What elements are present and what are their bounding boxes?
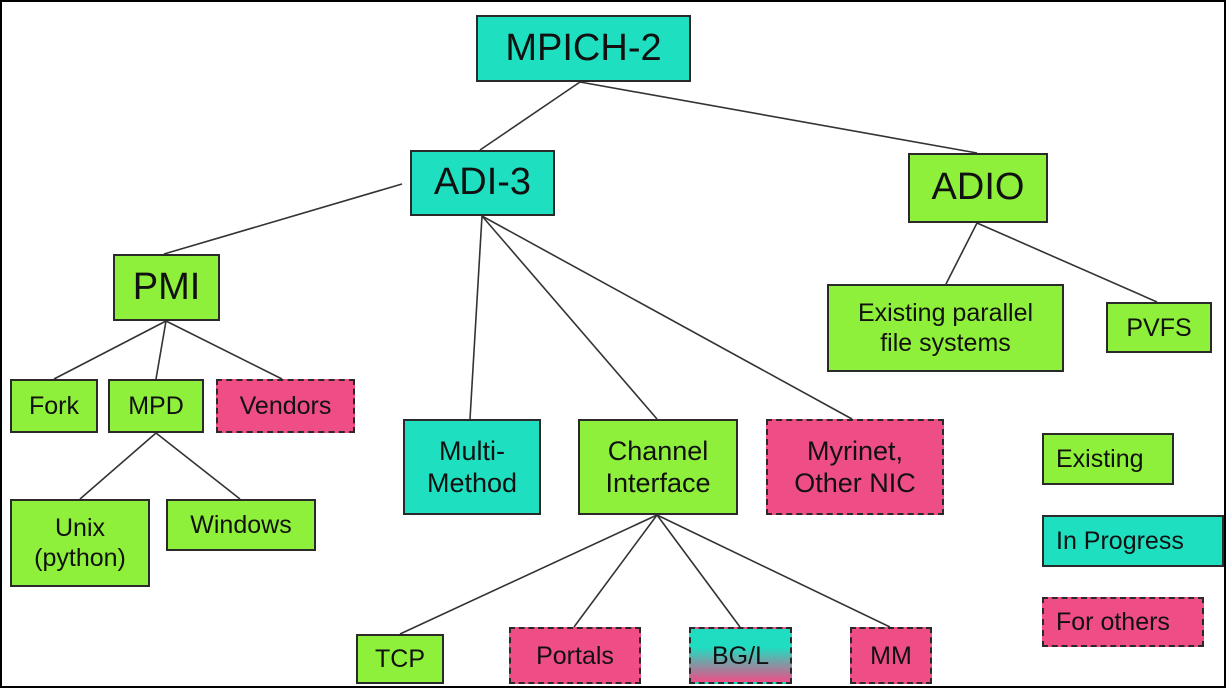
edge-adio-pvfs <box>976 222 1158 303</box>
node-fork: Fork <box>10 379 98 433</box>
legend-for-others: For others <box>1042 597 1204 647</box>
node-adio: ADIO <box>908 153 1048 223</box>
edge-channel-mm <box>656 514 891 628</box>
edge-adi3-multimethod <box>469 215 483 420</box>
node-mpd: MPD <box>108 379 204 433</box>
node-existing-parallel-fs: Existing parallel file systems <box>827 284 1064 372</box>
edge-adi3-pmi <box>163 183 403 255</box>
node-unix: Unix (python) <box>10 499 150 587</box>
edge-mpich-adio <box>579 81 978 154</box>
node-multi-method: Multi- Method <box>403 419 541 515</box>
node-bgl: BG/L <box>689 627 792 684</box>
node-windows: Windows <box>166 499 316 551</box>
node-channel-interface: Channel Interface <box>578 419 738 515</box>
edge-pmi-fork <box>53 320 167 380</box>
edge-channel-tcp <box>399 514 658 635</box>
edge-pmi-vendors <box>165 320 283 380</box>
legend-in-progress: In Progress <box>1042 515 1224 567</box>
node-myrinet: Myrinet, Other NIC <box>766 419 944 515</box>
node-pvfs: PVFS <box>1106 302 1212 353</box>
node-mpich2: MPICH-2 <box>476 15 691 82</box>
edge-pmi-mpd <box>155 320 167 380</box>
edge-adio-pfs <box>945 222 978 285</box>
node-adi3: ADI-3 <box>410 150 555 216</box>
edge-channel-bgl <box>656 514 741 628</box>
node-mm: MM <box>850 627 932 684</box>
node-portals: Portals <box>509 627 641 684</box>
edge-mpd-windows <box>155 432 241 500</box>
edge-adi3-channel <box>481 215 658 420</box>
edge-mpd-unix <box>79 432 157 500</box>
edge-channel-portals <box>573 514 658 628</box>
legend-existing: Existing <box>1042 433 1174 485</box>
node-tcp: TCP <box>356 634 444 684</box>
node-vendors: Vendors <box>216 379 355 433</box>
node-pmi: PMI <box>113 254 220 321</box>
edge-adi3-myrinet <box>481 215 853 420</box>
edge-mpich-adi3 <box>479 81 581 151</box>
